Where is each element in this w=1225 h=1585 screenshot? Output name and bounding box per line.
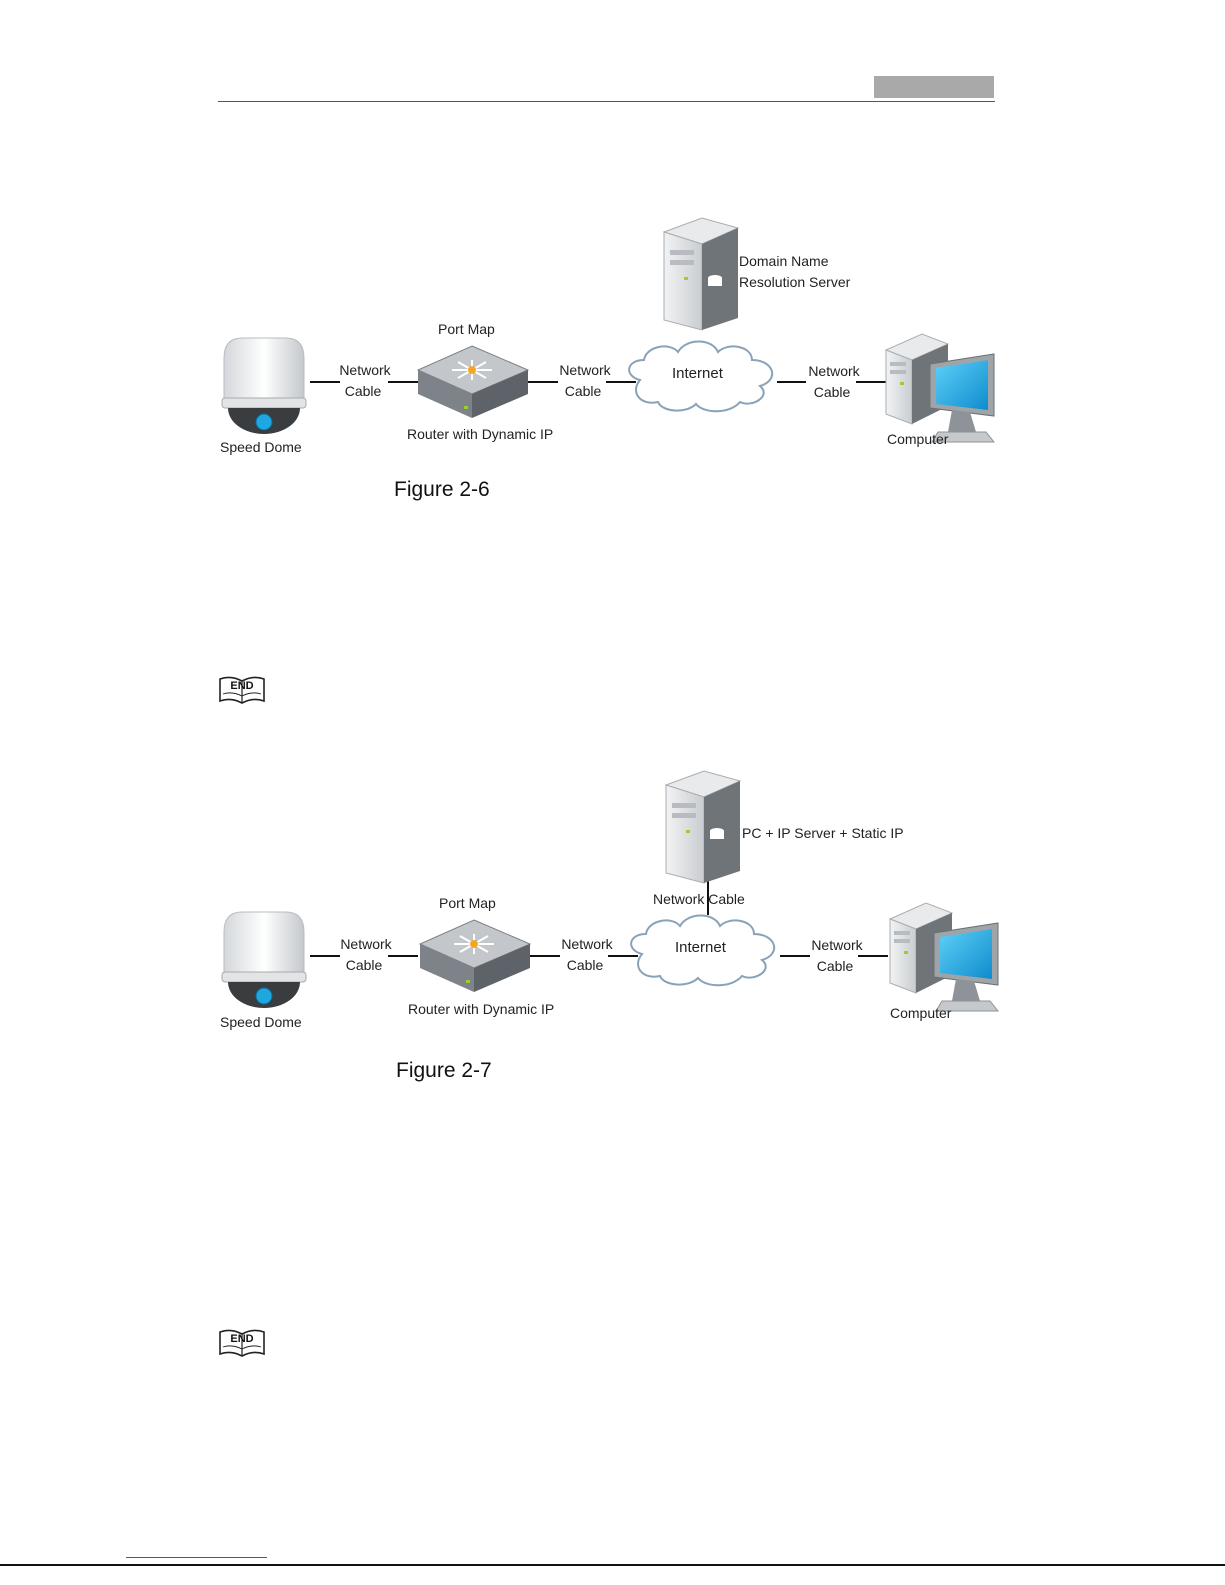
cable-label: Cable — [345, 957, 383, 973]
cable-label: Network — [811, 937, 863, 953]
router-label: Router with Dynamic IP — [407, 426, 554, 442]
server-cable-label: Network Cable — [653, 891, 745, 907]
speed-dome-label: Speed Dome — [220, 1014, 302, 1030]
footer-rule — [0, 1564, 1225, 1566]
computer-icon — [884, 333, 996, 443]
cable-label: Cable — [813, 384, 851, 400]
server-tower-icon — [664, 770, 742, 884]
figure-2-7-diagram: Port Map Router with Dynamic IP Speed Do… — [200, 765, 1020, 1030]
speed-dome-icon — [221, 911, 307, 1008]
router-icon — [418, 919, 532, 992]
speed-dome-label: Speed Dome — [220, 439, 302, 455]
end-text: END — [230, 1333, 253, 1345]
server-tower-icon — [662, 217, 740, 331]
figure-caption: Figure 2-7 — [396, 1059, 492, 1082]
cable-label: Network — [559, 362, 611, 378]
network-diagram-graphic — [221, 217, 996, 443]
computer-label: Computer — [890, 1005, 952, 1021]
computer-icon — [888, 902, 1000, 1012]
cable-label: Cable — [344, 383, 382, 399]
cable-label: Cable — [816, 958, 854, 974]
figure-2-6-diagram: Port Map Router with Dynamic IP Speed Do… — [200, 210, 1020, 470]
footer-link-rule — [126, 1557, 267, 1558]
network-diagram-graphic — [221, 770, 1000, 1012]
end-text: END — [230, 680, 253, 692]
computer-label: Computer — [887, 431, 949, 447]
port-map-label: Port Map — [438, 321, 495, 337]
end-book-icon: END — [219, 1329, 265, 1357]
speed-dome-icon — [221, 337, 307, 434]
cable-label: Network — [340, 936, 392, 952]
server-label: Resolution Server — [739, 274, 851, 290]
cable-label: Network — [339, 362, 391, 378]
end-book-icon: END — [219, 676, 265, 704]
cable-label: Cable — [564, 383, 602, 399]
server-label: Domain Name — [739, 253, 829, 269]
cable-label: Network — [561, 936, 613, 952]
header-rule — [218, 101, 995, 102]
router-label: Router with Dynamic IP — [408, 1001, 555, 1017]
internet-label: Internet — [672, 365, 723, 382]
cable-label: Network — [808, 363, 860, 379]
router-icon — [416, 345, 530, 418]
cable-label: Cable — [566, 957, 604, 973]
port-map-label: Port Map — [439, 895, 496, 911]
header-tab — [874, 76, 994, 98]
internet-cloud-icon — [630, 914, 776, 987]
figure-caption: Figure 2-6 — [394, 478, 490, 501]
server-label: PC + IP Server + Static IP — [742, 825, 904, 841]
internet-cloud-icon — [628, 340, 774, 413]
internet-label: Internet — [675, 939, 726, 956]
